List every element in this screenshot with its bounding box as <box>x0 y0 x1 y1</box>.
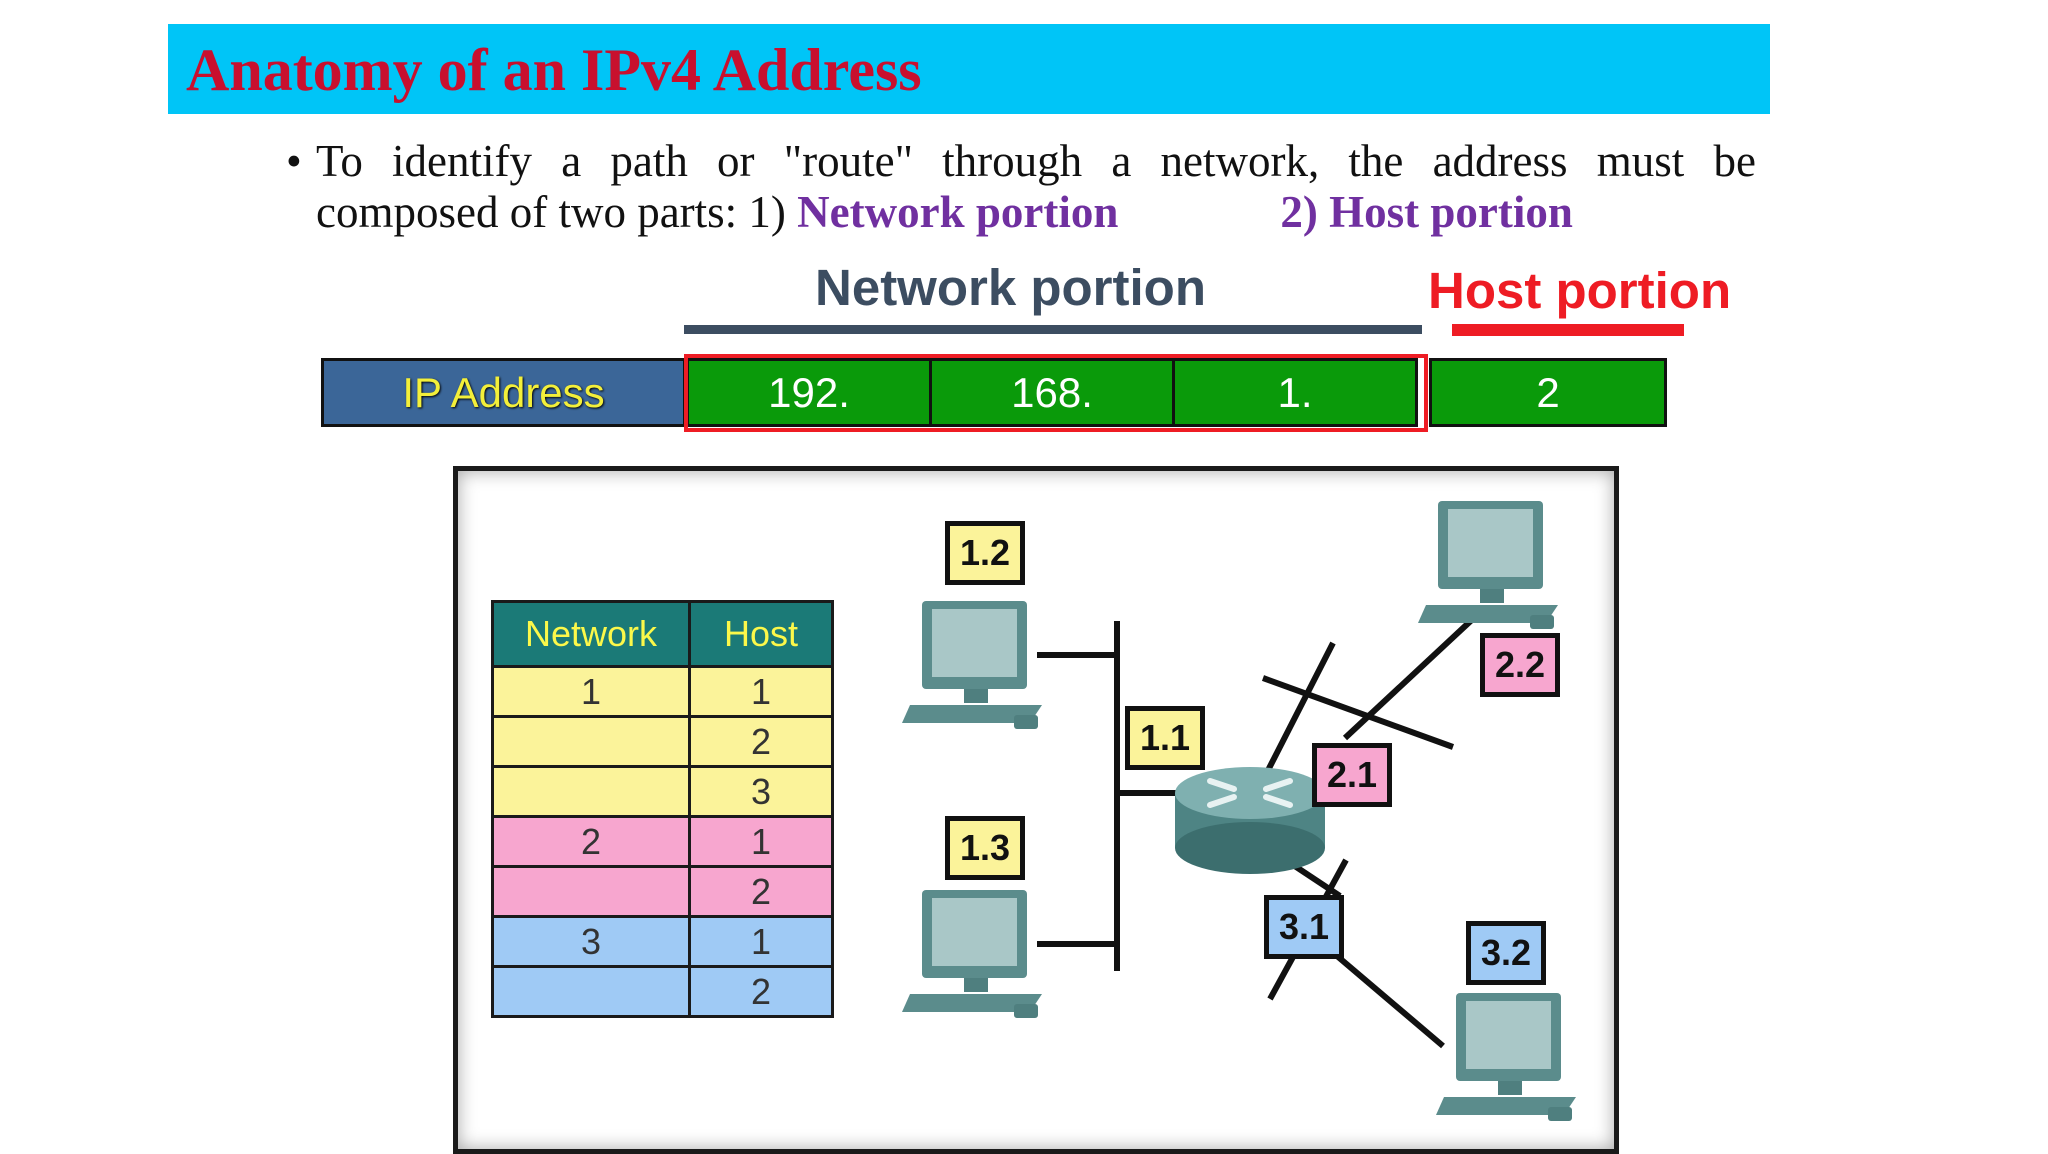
computer-icon-3-2 <box>1436 993 1576 1121</box>
bullet-dot: • <box>286 136 302 186</box>
diagram-graphics <box>902 501 1576 1121</box>
bullet-word: through <box>942 136 1083 186</box>
table-cell-network: 1 <box>491 665 691 718</box>
label-2-1: 2.1 <box>1312 743 1392 807</box>
bullet-word: network, <box>1160 136 1320 186</box>
label-1-3: 1.3 <box>945 816 1025 880</box>
cable-lines <box>1037 613 1479 1049</box>
bullet-line2-prefix: composed of two parts: 1) <box>316 187 798 237</box>
bullet-host-portion: 2) Host portion <box>1280 187 1573 237</box>
label-3-2: 3.2 <box>1466 921 1546 985</box>
label-3-1: 3.1 <box>1264 895 1344 959</box>
bullet-word: path <box>610 136 688 186</box>
bullet-word: be <box>1713 136 1756 186</box>
computer-icon-1-2 <box>902 601 1042 729</box>
table-cell-host: 1 <box>688 815 834 868</box>
table-row: 2 <box>491 865 834 918</box>
network-portion-label: Network portion <box>815 259 1206 316</box>
table-row: 2 <box>491 965 834 1018</box>
label-1-2: 1.2 <box>945 521 1025 585</box>
table-cell-network: 3 <box>491 915 691 968</box>
table-cell-host: 1 <box>688 665 834 718</box>
table-cell-network: 2 <box>491 815 691 868</box>
table-cell-host: 3 <box>688 765 834 818</box>
octet-4: 2 <box>1429 358 1667 427</box>
router-icon <box>1175 767 1325 874</box>
table-cell-host: 2 <box>688 865 834 918</box>
ip-address-label: IP Address <box>321 358 686 427</box>
octet-2: 168. <box>929 358 1175 427</box>
bullet-word: "route" <box>783 136 913 186</box>
page-title: Anatomy of an IPv4 Address <box>186 37 922 103</box>
table-header-host: Host <box>688 600 834 668</box>
computer-icon-2-2 <box>1418 501 1558 629</box>
network-portion-underline <box>684 325 1422 334</box>
bullet-word: identify <box>392 136 533 186</box>
table-cell-network <box>491 865 691 918</box>
label-1-1: 1.1 <box>1125 706 1205 770</box>
table-cell-network <box>491 765 691 818</box>
bullet-word: the <box>1348 136 1404 186</box>
title-bar: Anatomy of an IPv4 Address <box>168 24 1770 114</box>
bullet-word: must <box>1596 136 1685 186</box>
table-cell-network <box>491 715 691 768</box>
network-portion-highlight <box>684 354 1428 432</box>
label-2-2: 2.2 <box>1480 633 1560 697</box>
table-header-network: Network <box>491 600 691 668</box>
computer-icon-1-3 <box>902 890 1042 1018</box>
host-portion-label: Host portion <box>1428 262 1732 319</box>
octet-3: 1. <box>1172 358 1418 427</box>
host-portion-underline <box>1452 324 1684 336</box>
bullet-word: a <box>1111 136 1132 186</box>
table-header-row: Network Host <box>491 600 834 668</box>
bullet-line-2: composed of two parts: 1) Network portio… <box>316 187 1573 238</box>
octet-1: 192. <box>686 358 932 427</box>
table-row: 2 <box>491 715 834 768</box>
table-row: 3 <box>491 765 834 818</box>
table-cell-network <box>491 965 691 1018</box>
bullet-word: or <box>717 136 755 186</box>
table-cell-host: 1 <box>688 915 834 968</box>
table-cell-host: 2 <box>688 715 834 768</box>
bullet-word: address <box>1432 136 1568 186</box>
table-cell-host: 2 <box>688 965 834 1018</box>
bullet-word: a <box>561 136 582 186</box>
bullet-word: To <box>316 136 363 186</box>
bullet-network-portion: Network portion <box>797 187 1119 237</box>
